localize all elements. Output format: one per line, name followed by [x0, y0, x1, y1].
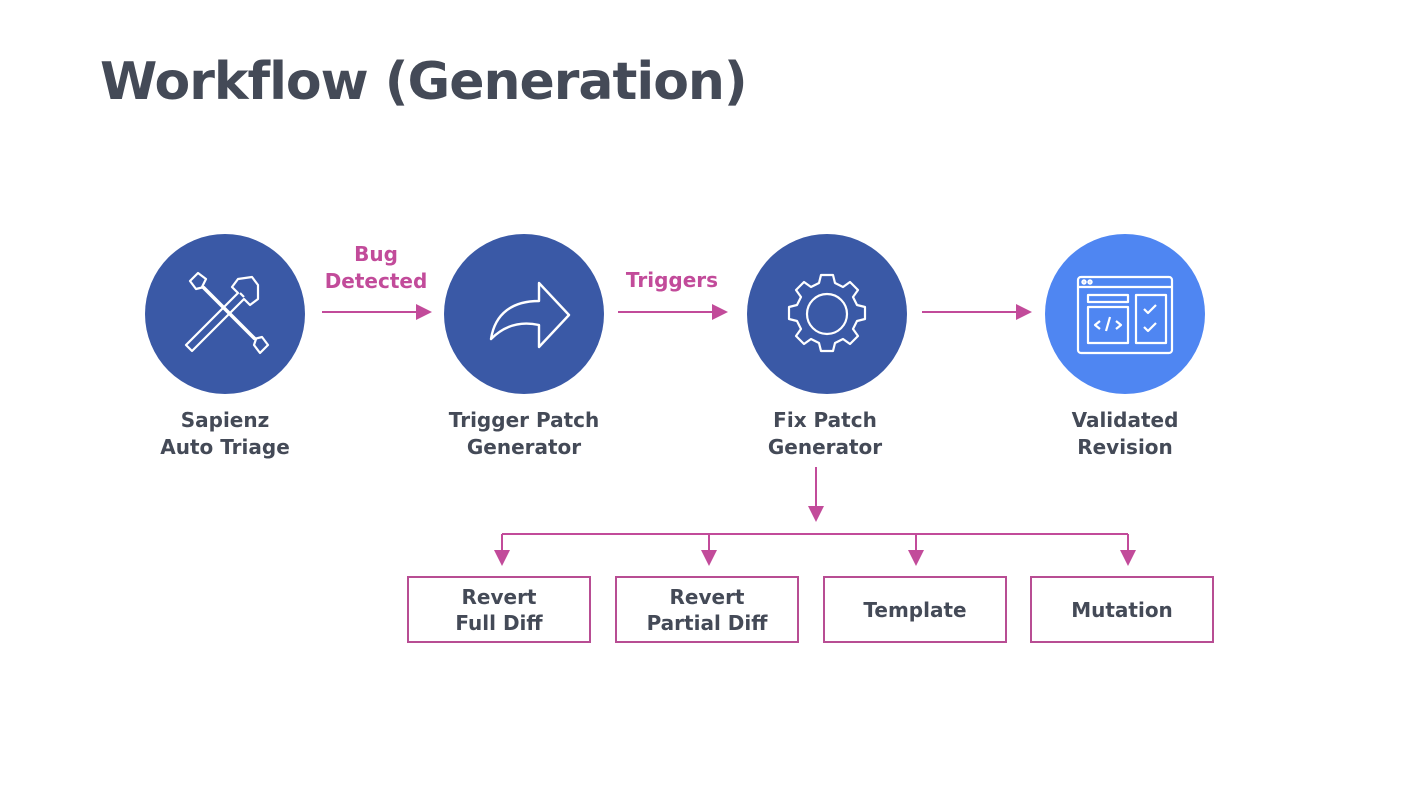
node-sapienz-auto-triage [145, 234, 305, 394]
strategy-revert-full-diff: Revert Full Diff [407, 576, 591, 643]
page-title: Workflow (Generation) [100, 52, 748, 112]
strategy-mutation: Mutation [1030, 576, 1214, 643]
node-label-trigger-patch: Trigger Patch Generator [448, 408, 600, 459]
strategy-revert-partial-diff: Revert Partial Diff [615, 576, 799, 643]
node-validated-revision [1045, 234, 1205, 394]
edge-label-triggers: Triggers [625, 268, 719, 292]
node-label-fix-patch: Fix Patch Generator [767, 408, 883, 459]
validated-window-icon [1076, 275, 1174, 355]
node-fix-patch-generator [747, 234, 907, 394]
tools-icon [184, 271, 270, 355]
strategy-template: Template [823, 576, 1007, 643]
edge-label-bug-detected: Bug Detected [324, 242, 428, 293]
gear-icon [787, 273, 867, 353]
forward-arrow-icon [489, 281, 571, 349]
node-label-validated: Validated Revision [1071, 408, 1179, 459]
node-trigger-patch-generator [444, 234, 604, 394]
node-label-sapienz: Sapienz Auto Triage [160, 408, 290, 459]
